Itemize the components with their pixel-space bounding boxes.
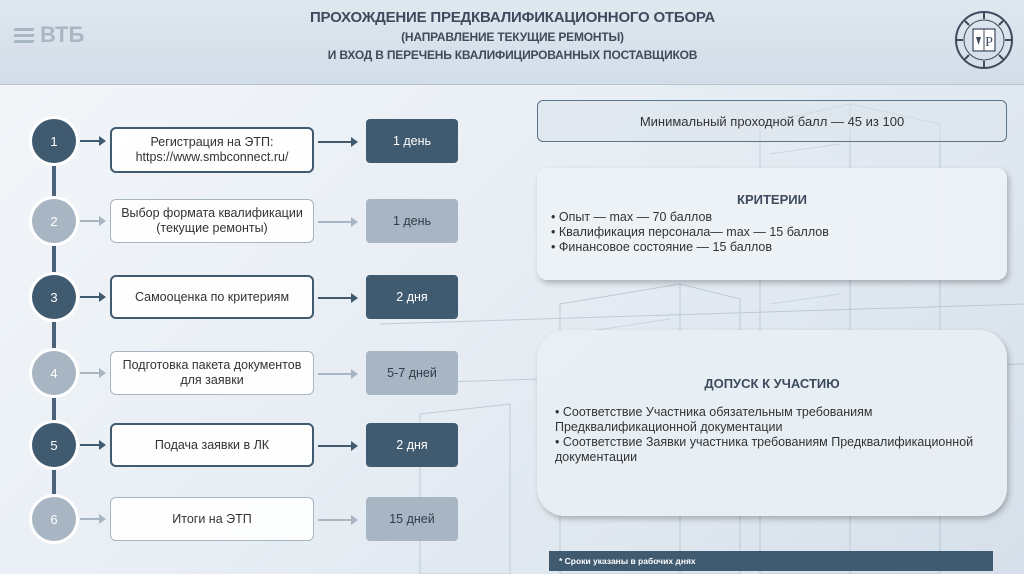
duration-arrow-1 <box>318 137 358 147</box>
criteria-title: КРИТЕРИИ <box>737 192 807 207</box>
step-arrow-6 <box>80 514 106 524</box>
duration-arrow-3 <box>318 293 358 303</box>
admission-card: ДОПУСК К УЧАСТИЮ • Соответствие Участник… <box>537 330 1007 516</box>
logo-bars-icon <box>13 27 35 43</box>
logo-text: ВТБ <box>40 22 85 47</box>
step-1-label-line2[interactable]: https://www.smbconnect.ru/ <box>135 150 289 164</box>
duration-arrow-4 <box>318 369 358 379</box>
step-duration-1: 1 день <box>366 119 458 163</box>
step-box-document-package: Подготовка пакета документов для заявки <box>110 351 314 395</box>
admission-item-participant: • Соответствие Участника обязательным тр… <box>555 405 873 434</box>
step-duration-4: 5-7 дней <box>366 351 458 395</box>
step-box-self-assessment: Самооценка по критериям <box>110 275 314 319</box>
step-number-6: 6 <box>32 497 76 541</box>
step-arrow-2 <box>80 216 106 226</box>
emblem-letter: Р <box>985 35 993 50</box>
title-line-1: ПРОХОЖДЕНИЕ ПРЕДКВАЛИФИКАЦИОННОГО ОТБОРА <box>309 9 716 26</box>
timeline-line <box>52 140 56 520</box>
step-arrow-5 <box>80 440 106 450</box>
criteria-item-experience: • Опыт — max — 70 баллов <box>551 210 713 224</box>
header: ВТБ ПРОХОЖДЕНИЕ ПРЕДКВАЛИФИКАЦИОННОГО ОТ… <box>0 0 1024 85</box>
title-line-2: (НАПРАВЛЕНИЕ ТЕКУЩИЕ РЕМОНТЫ) <box>401 30 624 44</box>
admission-item-application: • Соответствие Заявки участника требован… <box>555 435 974 464</box>
step-number-2: 2 <box>32 199 76 243</box>
footnote: * Сроки указаны в рабочих днях <box>549 551 993 571</box>
step-box-submit-application: Подача заявки в ЛК <box>110 423 314 467</box>
step-box-results: Итоги на ЭТП <box>110 497 314 541</box>
min-score-box: Минимальный проходной балл — 45 из 100 <box>537 100 1007 142</box>
step-number-1: 1 <box>32 119 76 163</box>
criteria-item-financial: • Финансовое состояние — 15 баллов <box>551 240 773 254</box>
step-arrow-3 <box>80 292 106 302</box>
step-duration-6: 15 дней <box>366 497 458 541</box>
step-arrow-4 <box>80 368 106 378</box>
step-1-label-line1: Регистрация на ЭТП: <box>150 135 274 149</box>
page-title: ПРОХОЖДЕНИЕ ПРЕДКВАЛИФИКАЦИОННОГО ОТБОРА… <box>200 8 825 64</box>
criteria-card: КРИТЕРИИ • Опыт — max — 70 баллов • Квал… <box>537 168 1007 280</box>
duration-arrow-6 <box>318 515 358 525</box>
step-duration-2: 1 день <box>366 199 458 243</box>
emblem-icon: Р <box>955 11 1013 69</box>
step-arrow-1 <box>80 136 106 146</box>
vtb-logo: ВТБ <box>13 22 85 48</box>
step-number-5: 5 <box>32 423 76 467</box>
step-duration-3: 2 дня <box>366 275 458 319</box>
criteria-item-personnel: • Квалификация персонала— max — 15 балло… <box>551 225 829 239</box>
duration-arrow-5 <box>318 441 358 451</box>
step-duration-5: 2 дня <box>366 423 458 467</box>
title-line-3: И ВХОД В ПЕРЕЧЕНЬ КВАЛИФИЦИРОВАННЫХ ПОСТ… <box>327 48 698 62</box>
step-box-registration: Регистрация на ЭТП: https://www.smbconne… <box>110 127 314 173</box>
duration-arrow-2 <box>318 217 358 227</box>
step-number-4: 4 <box>32 351 76 395</box>
step-box-format-selection: Выбор формата квалификации (текущие ремо… <box>110 199 314 243</box>
step-number-3: 3 <box>32 275 76 319</box>
admission-title: ДОПУСК К УЧАСТИЮ <box>704 376 840 391</box>
